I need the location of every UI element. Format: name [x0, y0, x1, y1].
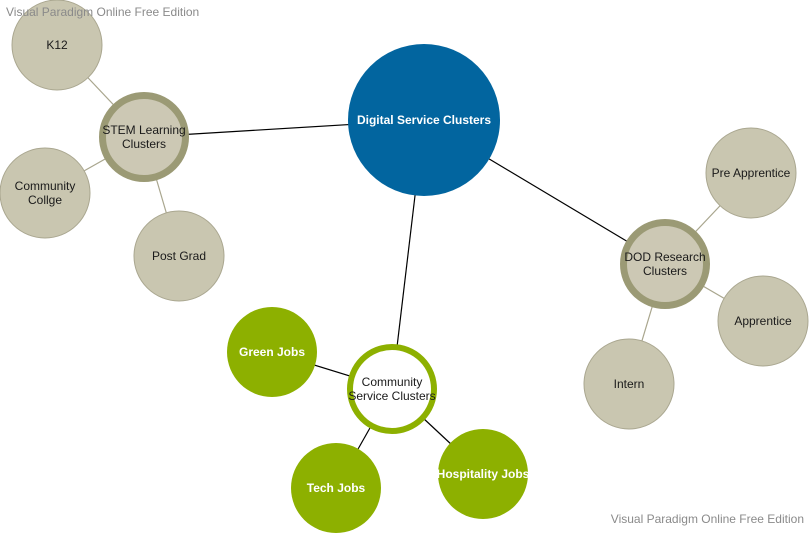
node-post-grad[interactable]: Post Grad [133, 210, 225, 302]
node-dod-label-1: DOD Research [624, 250, 705, 264]
node-community-service-circle [347, 344, 437, 434]
node-community-college-label-1: Community [15, 179, 76, 193]
node-dod-circle [620, 219, 710, 309]
node-green-jobs-label-1: Green Jobs [239, 345, 305, 359]
node-intern[interactable]: Intern [583, 338, 675, 430]
node-apprentice[interactable]: Apprentice [717, 275, 809, 367]
node-intern-label-1: Intern [614, 377, 645, 391]
node-intern-circle [583, 338, 675, 430]
node-community-college-circle [0, 147, 91, 239]
node-pre-apprentice[interactable]: Pre Apprentice [705, 127, 797, 219]
node-tech-jobs-label-1: Tech Jobs [307, 481, 366, 495]
node-digital-label-1: Digital Service Clusters [357, 113, 491, 127]
node-hospitality-jobs[interactable]: Hospitality Jobs [437, 429, 530, 519]
watermark-top: Visual Paradigm Online Free Edition [6, 5, 200, 19]
node-green-jobs[interactable]: Green Jobs [227, 307, 317, 397]
node-tech-jobs[interactable]: Tech Jobs [291, 443, 381, 533]
node-community-college-label-2: Collge [28, 193, 62, 207]
node-k12[interactable]: K12 [11, 0, 103, 91]
node-apprentice-circle [717, 275, 809, 367]
node-apprentice-label-1: Apprentice [734, 314, 792, 328]
node-pre-apprentice-circle [705, 127, 797, 219]
watermark-bottom: Visual Paradigm Online Free Edition [610, 512, 804, 526]
node-hospitality-jobs-circle [438, 429, 528, 519]
node-k12-circle [11, 0, 103, 91]
node-dod-label-2: Clusters [643, 264, 687, 278]
node-k12-label-1: K12 [46, 38, 68, 52]
node-stem-label-1: STEM Learning [102, 123, 185, 137]
node-post-grad-circle [133, 210, 225, 302]
node-digital-circle [348, 44, 500, 196]
node-stem-circle [99, 92, 189, 182]
node-hospitality-jobs-label-1: Hospitality Jobs [437, 467, 530, 481]
node-digital[interactable]: Digital Service Clusters [348, 44, 500, 196]
node-pre-apprentice-label-1: Pre Apprentice [712, 166, 791, 180]
node-tech-jobs-circle [291, 443, 381, 533]
node-community-service-label-1: Community [362, 375, 423, 389]
node-post-grad-label-1: Post Grad [152, 249, 206, 263]
node-stem-label-2: Clusters [122, 137, 166, 151]
node-community-service-label-2: Service Clusters [348, 389, 435, 403]
node-green-jobs-circle [227, 307, 317, 397]
